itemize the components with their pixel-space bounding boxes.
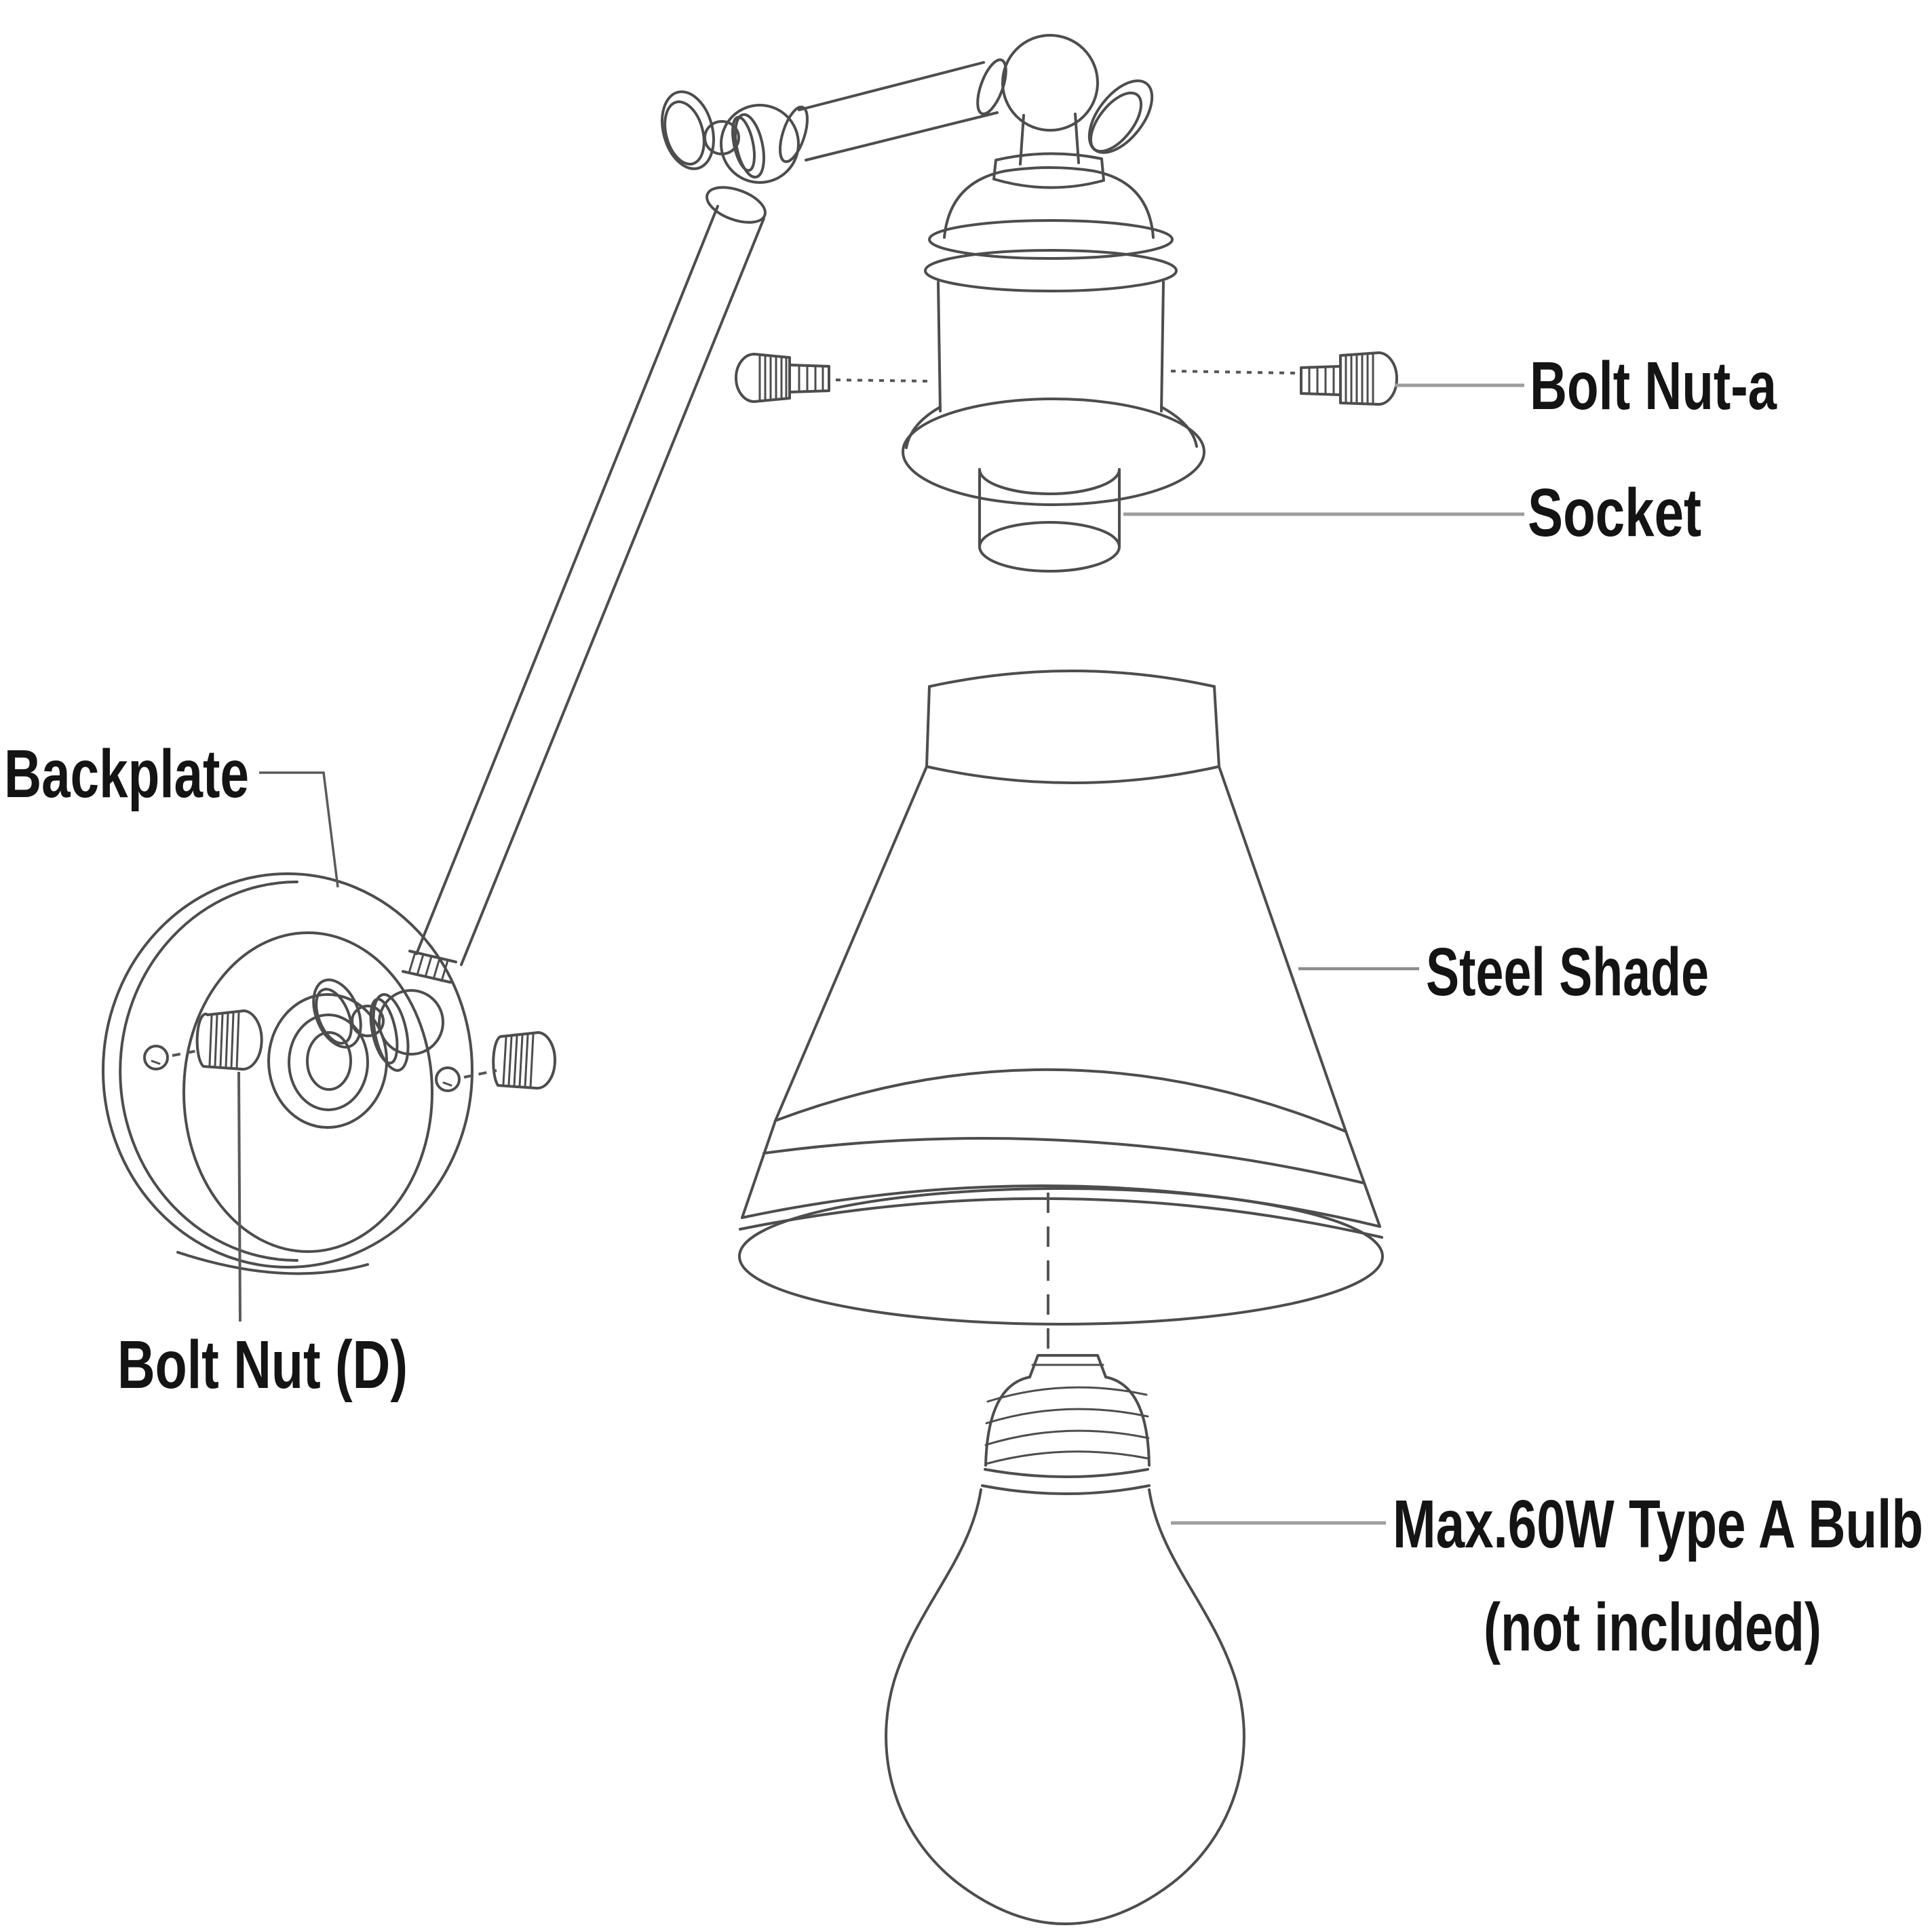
- label-bolt-nut-a: Bolt Nut-a: [1530, 348, 1777, 424]
- hub-ball-joint: [378, 989, 444, 1056]
- swivel-ball: [1001, 34, 1154, 154]
- label-bulb-line1: Max.60W Type A Bulb: [1393, 1486, 1923, 1562]
- label-backplate: Backplate: [4, 736, 249, 812]
- label-bulb-line2: (not included): [1484, 1589, 1821, 1665]
- bolt-nut-d-right: [492, 1031, 557, 1090]
- bolt-nut-a-left-screw: [735, 353, 830, 403]
- bulb-drawing: [885, 1354, 1245, 1925]
- swing-arm-lower: [415, 205, 765, 966]
- backplate-hub: [267, 950, 457, 1129]
- backplate-drawing: [102, 872, 474, 1275]
- backplate-leader-line: [259, 771, 339, 888]
- screw-hole-right: [435, 1066, 461, 1092]
- bolt-alignment-dashes: [172, 1049, 497, 1079]
- elbow-ball: [720, 104, 800, 184]
- swivel-wing-knob: [1087, 79, 1154, 154]
- elbow-joint: [661, 90, 809, 224]
- bolt-nut-d-leader-line: [237, 1071, 242, 1322]
- screw-hole-left: [143, 1045, 169, 1070]
- bolt-nut-a-right-screw: [1300, 351, 1398, 406]
- bolt-nut-d-left: [195, 1009, 263, 1071]
- label-socket: Socket: [1528, 475, 1701, 551]
- screw-alignment-dashes: [835, 370, 1296, 383]
- socket-drawing: [902, 113, 1205, 573]
- label-bolt-nut-d: Bolt Nut (D): [117, 1327, 408, 1403]
- swing-arm-upper: [798, 58, 1007, 161]
- hub-wing-nut: [312, 978, 362, 1049]
- label-steel-shade: Steel Shade: [1426, 934, 1709, 1010]
- steel-shade-drawing: [738, 670, 1384, 1326]
